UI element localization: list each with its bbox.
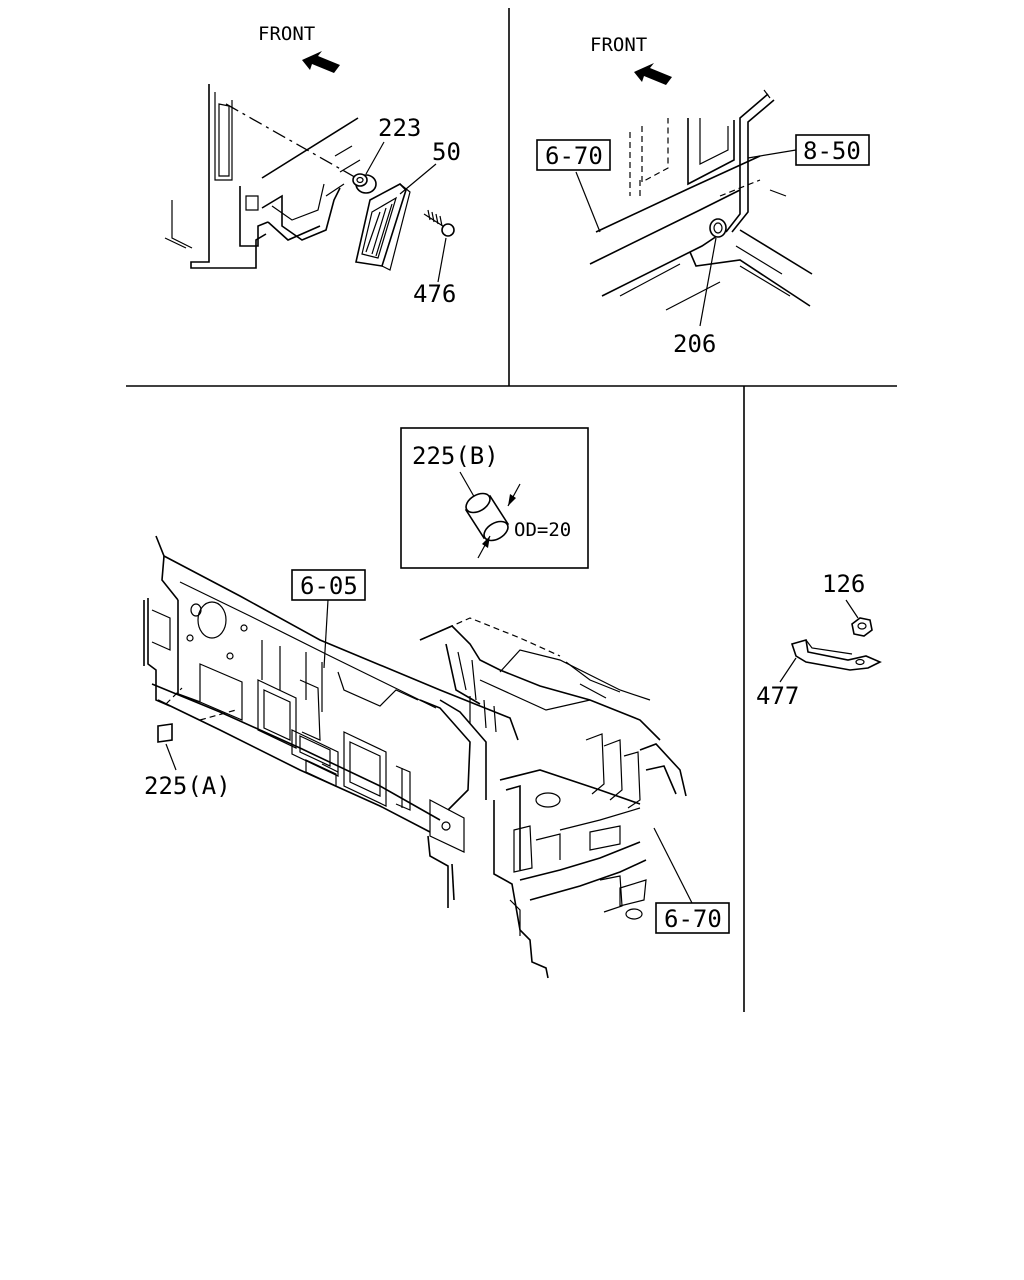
leader-6-70-main (653, 827, 693, 904)
ref-box-8-50 (795, 134, 870, 166)
detail-label-225b: 225(B) (412, 442, 499, 470)
front-label-2: FRONT (590, 34, 647, 56)
callout-476: 476 (413, 280, 456, 308)
vent-grille-50 (355, 183, 411, 271)
plug-225a (157, 723, 173, 743)
leader-223 (365, 141, 385, 175)
detail-box (400, 427, 589, 569)
grommet-223 (352, 173, 377, 194)
leader-477 (779, 657, 797, 683)
leader-225b (459, 471, 477, 501)
ref-box-6-05 (291, 569, 366, 601)
ref-6-70-main: 6-70 (664, 905, 722, 933)
panel-top-right: FRONT 6-70 8-50 (536, 34, 870, 358)
panel-right: 126 477 (756, 570, 882, 710)
callout-223: 223 (378, 114, 421, 142)
plug-225b (464, 492, 510, 542)
ref-6-70: 6-70 (545, 142, 603, 170)
panel-dividers (126, 8, 897, 1012)
leader-6-05 (323, 599, 329, 669)
dash-panel-drawing (143, 535, 687, 979)
body-pillar-drawing (164, 84, 361, 269)
front-arrow-icon (302, 51, 340, 73)
leader-50 (399, 163, 437, 195)
panel-main: 225(B) OD=20 (143, 427, 730, 979)
hidden-line-225a (165, 687, 237, 721)
screw-476 (423, 209, 455, 237)
callout-126: 126 (822, 570, 865, 598)
leader-206 (699, 237, 717, 327)
front-label: FRONT (258, 23, 315, 45)
ref-8-50: 8-50 (803, 137, 861, 165)
ref-box-6-70-main (655, 902, 730, 934)
leader-476 (437, 237, 447, 283)
leader-126 (845, 599, 859, 619)
grommet-206 (709, 218, 727, 238)
alignment-line (225, 103, 361, 181)
panel-top-left: FRONT 223 (164, 23, 461, 308)
callout-50: 50 (432, 138, 461, 166)
dimension-arrows (477, 483, 521, 559)
callout-477: 477 (756, 682, 799, 710)
callout-225a: 225(A) (144, 772, 231, 800)
leader-8-50 (747, 149, 797, 159)
front-arrow-icon-2 (634, 63, 672, 85)
bracket-pipe (725, 89, 775, 233)
frame-drawing (589, 118, 813, 311)
leader-225a (165, 743, 177, 771)
ref-6-05: 6-05 (300, 572, 358, 600)
nut-126 (851, 617, 873, 637)
leader-6-70 (575, 171, 601, 233)
ref-box-6-70 (536, 139, 611, 171)
detail-dim-od: OD=20 (514, 519, 571, 541)
callout-206: 206 (673, 330, 716, 358)
bracket-477 (790, 638, 882, 671)
